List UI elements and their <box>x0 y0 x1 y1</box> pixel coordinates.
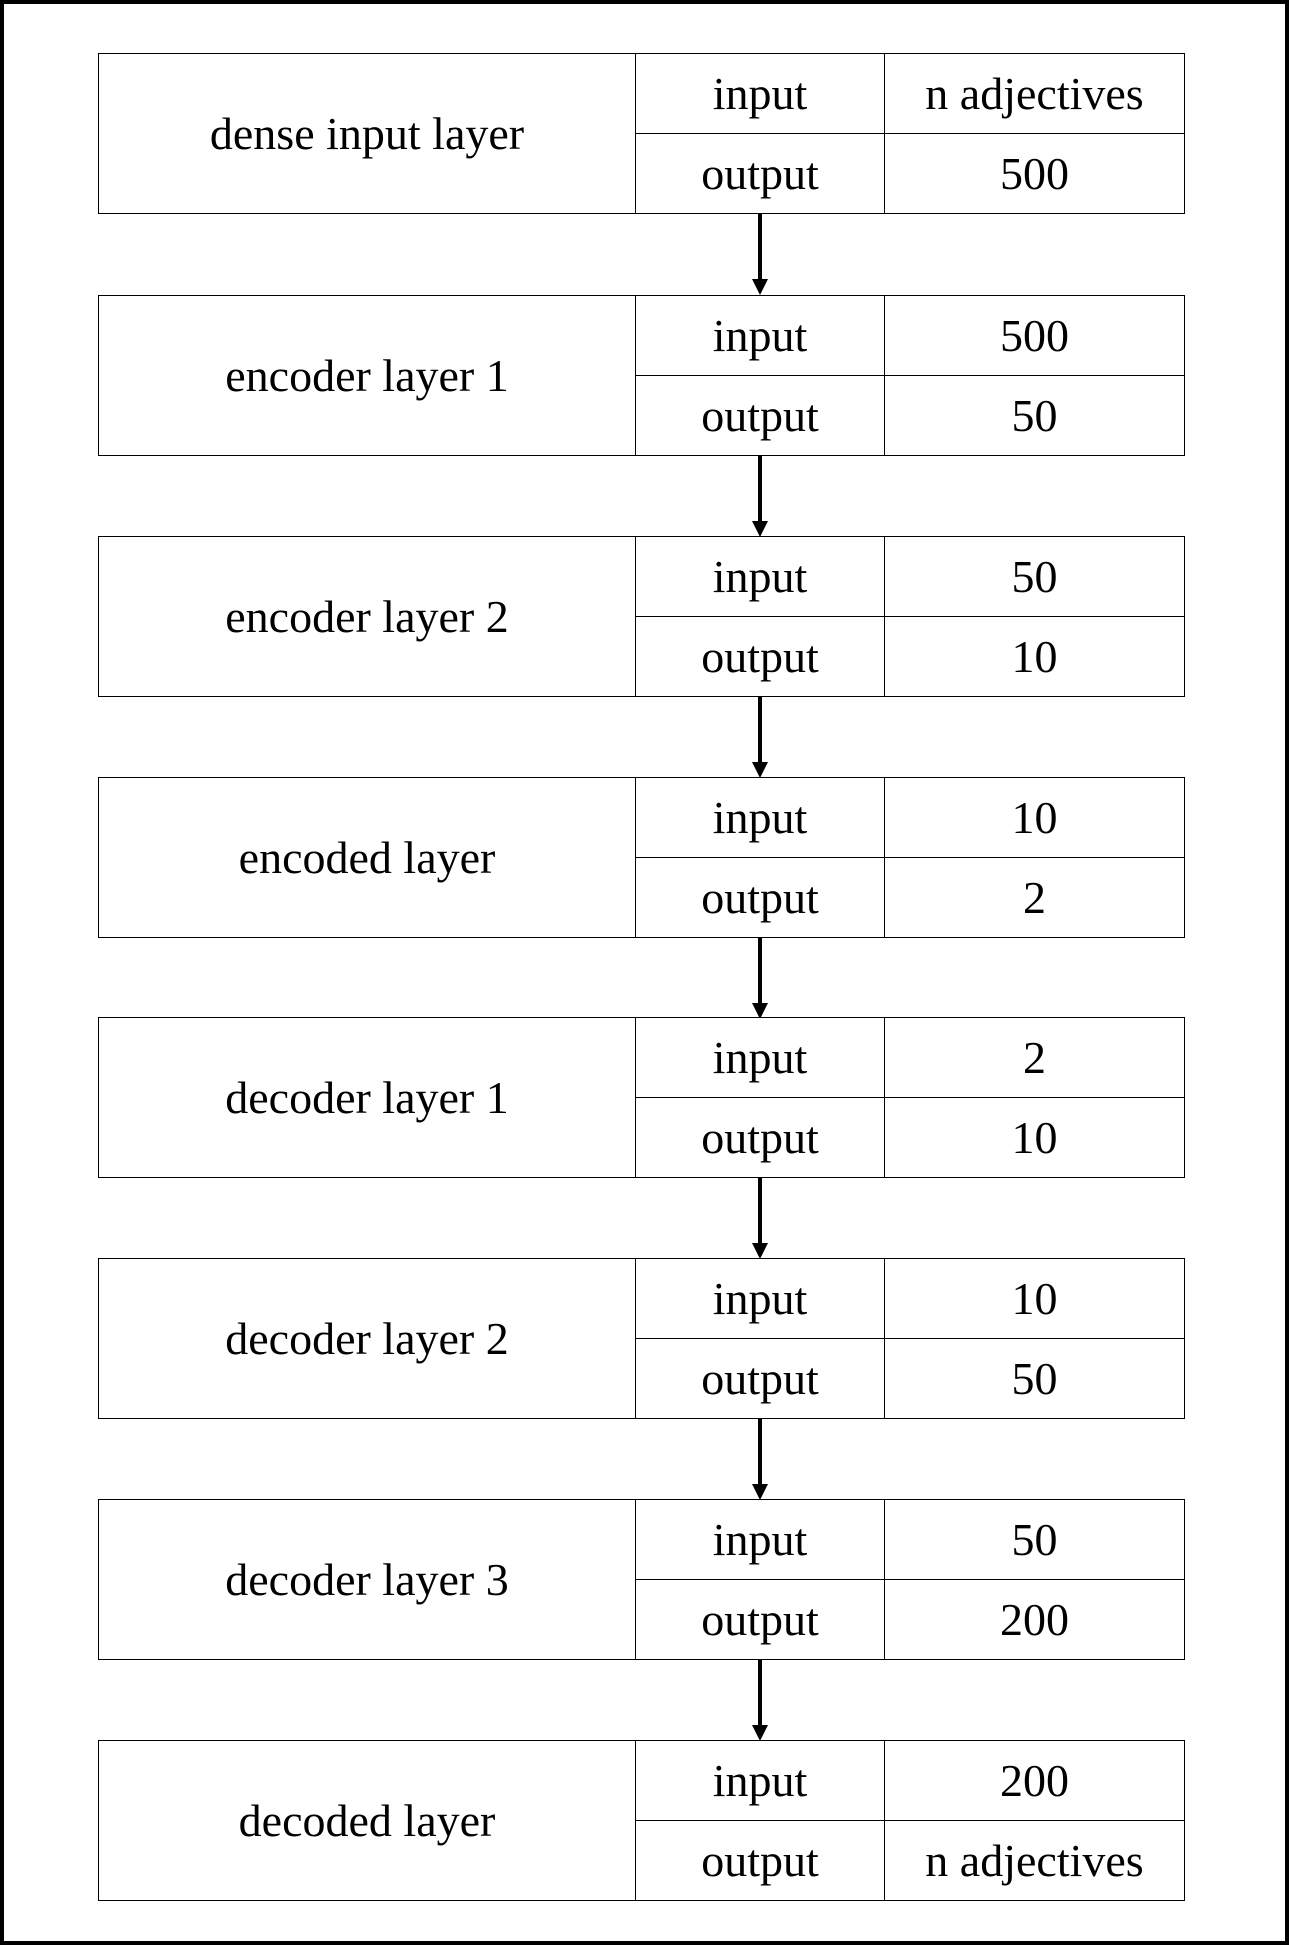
layer-name: decoder layer 3 <box>99 1500 636 1659</box>
input-row: input 500 <box>636 296 1184 375</box>
layer-box-dense-input: dense input layer input n adjectives out… <box>98 53 1185 214</box>
output-row: output n adjectives <box>636 1820 1184 1900</box>
output-value: 10 <box>1011 631 1058 682</box>
layer-io-table: input n adjectives output 500 <box>636 54 1184 213</box>
input-label: input <box>636 1500 885 1579</box>
layer-io-table: input 50 output 10 <box>636 537 1184 696</box>
flow-arrow-down <box>752 214 768 295</box>
layer-io-table: input 500 output 50 <box>636 296 1184 455</box>
output-label: output <box>636 858 885 937</box>
flow-arrow-down <box>752 1419 768 1500</box>
layer-io-table: input 50 output 200 <box>636 1500 1184 1659</box>
input-value: 10 <box>1011 1273 1058 1324</box>
output-label: output <box>636 1580 885 1659</box>
output-row: output 10 <box>636 616 1184 696</box>
input-value: n adjectives <box>925 68 1144 119</box>
input-label: input <box>636 1018 885 1097</box>
output-value: 500 <box>1000 148 1069 199</box>
layer-name: decoded layer <box>99 1741 636 1900</box>
layer-box-decoded: decoded layer input 200 output n adjecti… <box>98 1740 1185 1901</box>
layer-io-table: input 2 output 10 <box>636 1018 1184 1177</box>
input-label: input <box>636 778 885 857</box>
layer-name: dense input layer <box>99 54 636 213</box>
layer-box-encoder-1: encoder layer 1 input 500 output 50 <box>98 295 1185 456</box>
layer-io-table: input 10 output 2 <box>636 778 1184 937</box>
output-label: output <box>636 1821 885 1900</box>
input-label: input <box>636 1259 885 1338</box>
input-label: input <box>636 296 885 375</box>
output-value: n adjectives <box>925 1835 1144 1886</box>
output-value: 10 <box>1011 1112 1058 1163</box>
input-row: input 50 <box>636 1500 1184 1579</box>
input-label: input <box>636 537 885 616</box>
layer-name: decoder layer 1 <box>99 1018 636 1177</box>
output-value: 2 <box>1023 872 1046 923</box>
output-label: output <box>636 376 885 455</box>
layer-io-table: input 10 output 50 <box>636 1259 1184 1418</box>
output-label: output <box>636 1098 885 1177</box>
input-value: 500 <box>1000 310 1069 361</box>
output-value: 200 <box>1000 1594 1069 1645</box>
output-label: output <box>636 617 885 696</box>
layer-name: encoded layer <box>99 778 636 937</box>
input-value: 50 <box>1011 551 1058 602</box>
input-row: input n adjectives <box>636 54 1184 133</box>
input-value: 2 <box>1023 1032 1046 1083</box>
output-row: output 200 <box>636 1579 1184 1659</box>
flow-arrow-down <box>752 456 768 537</box>
layer-box-decoder-2: decoder layer 2 input 10 output 50 <box>98 1258 1185 1419</box>
flow-arrow-down <box>752 697 768 778</box>
output-label: output <box>636 1339 885 1418</box>
layer-box-decoder-1: decoder layer 1 input 2 output 10 <box>98 1017 1185 1178</box>
layer-name: encoder layer 1 <box>99 296 636 455</box>
output-label: output <box>636 134 885 213</box>
layer-io-table: input 200 output n adjectives <box>636 1741 1184 1900</box>
input-row: input 200 <box>636 1741 1184 1820</box>
output-row: output 2 <box>636 857 1184 937</box>
input-row: input 50 <box>636 537 1184 616</box>
layer-box-decoder-3: decoder layer 3 input 50 output 200 <box>98 1499 1185 1660</box>
output-value: 50 <box>1011 1353 1058 1404</box>
input-value: 200 <box>1000 1755 1069 1806</box>
layer-name: encoder layer 2 <box>99 537 636 696</box>
output-value: 50 <box>1011 390 1058 441</box>
input-row: input 2 <box>636 1018 1184 1097</box>
flow-arrow-down <box>752 1660 768 1741</box>
input-label: input <box>636 54 885 133</box>
flow-arrow-down <box>752 1178 768 1259</box>
layer-box-encoded: encoded layer input 10 output 2 <box>98 777 1185 938</box>
layer-box-encoder-2: encoder layer 2 input 50 output 10 <box>98 536 1185 697</box>
flow-arrow-down <box>752 938 768 1019</box>
layer-name: decoder layer 2 <box>99 1259 636 1418</box>
input-row: input 10 <box>636 778 1184 857</box>
input-value: 50 <box>1011 1514 1058 1565</box>
input-label: input <box>636 1741 885 1820</box>
output-row: output 50 <box>636 375 1184 455</box>
output-row: output 500 <box>636 133 1184 213</box>
output-row: output 50 <box>636 1338 1184 1418</box>
output-row: output 10 <box>636 1097 1184 1177</box>
input-value: 10 <box>1011 792 1058 843</box>
input-row: input 10 <box>636 1259 1184 1338</box>
